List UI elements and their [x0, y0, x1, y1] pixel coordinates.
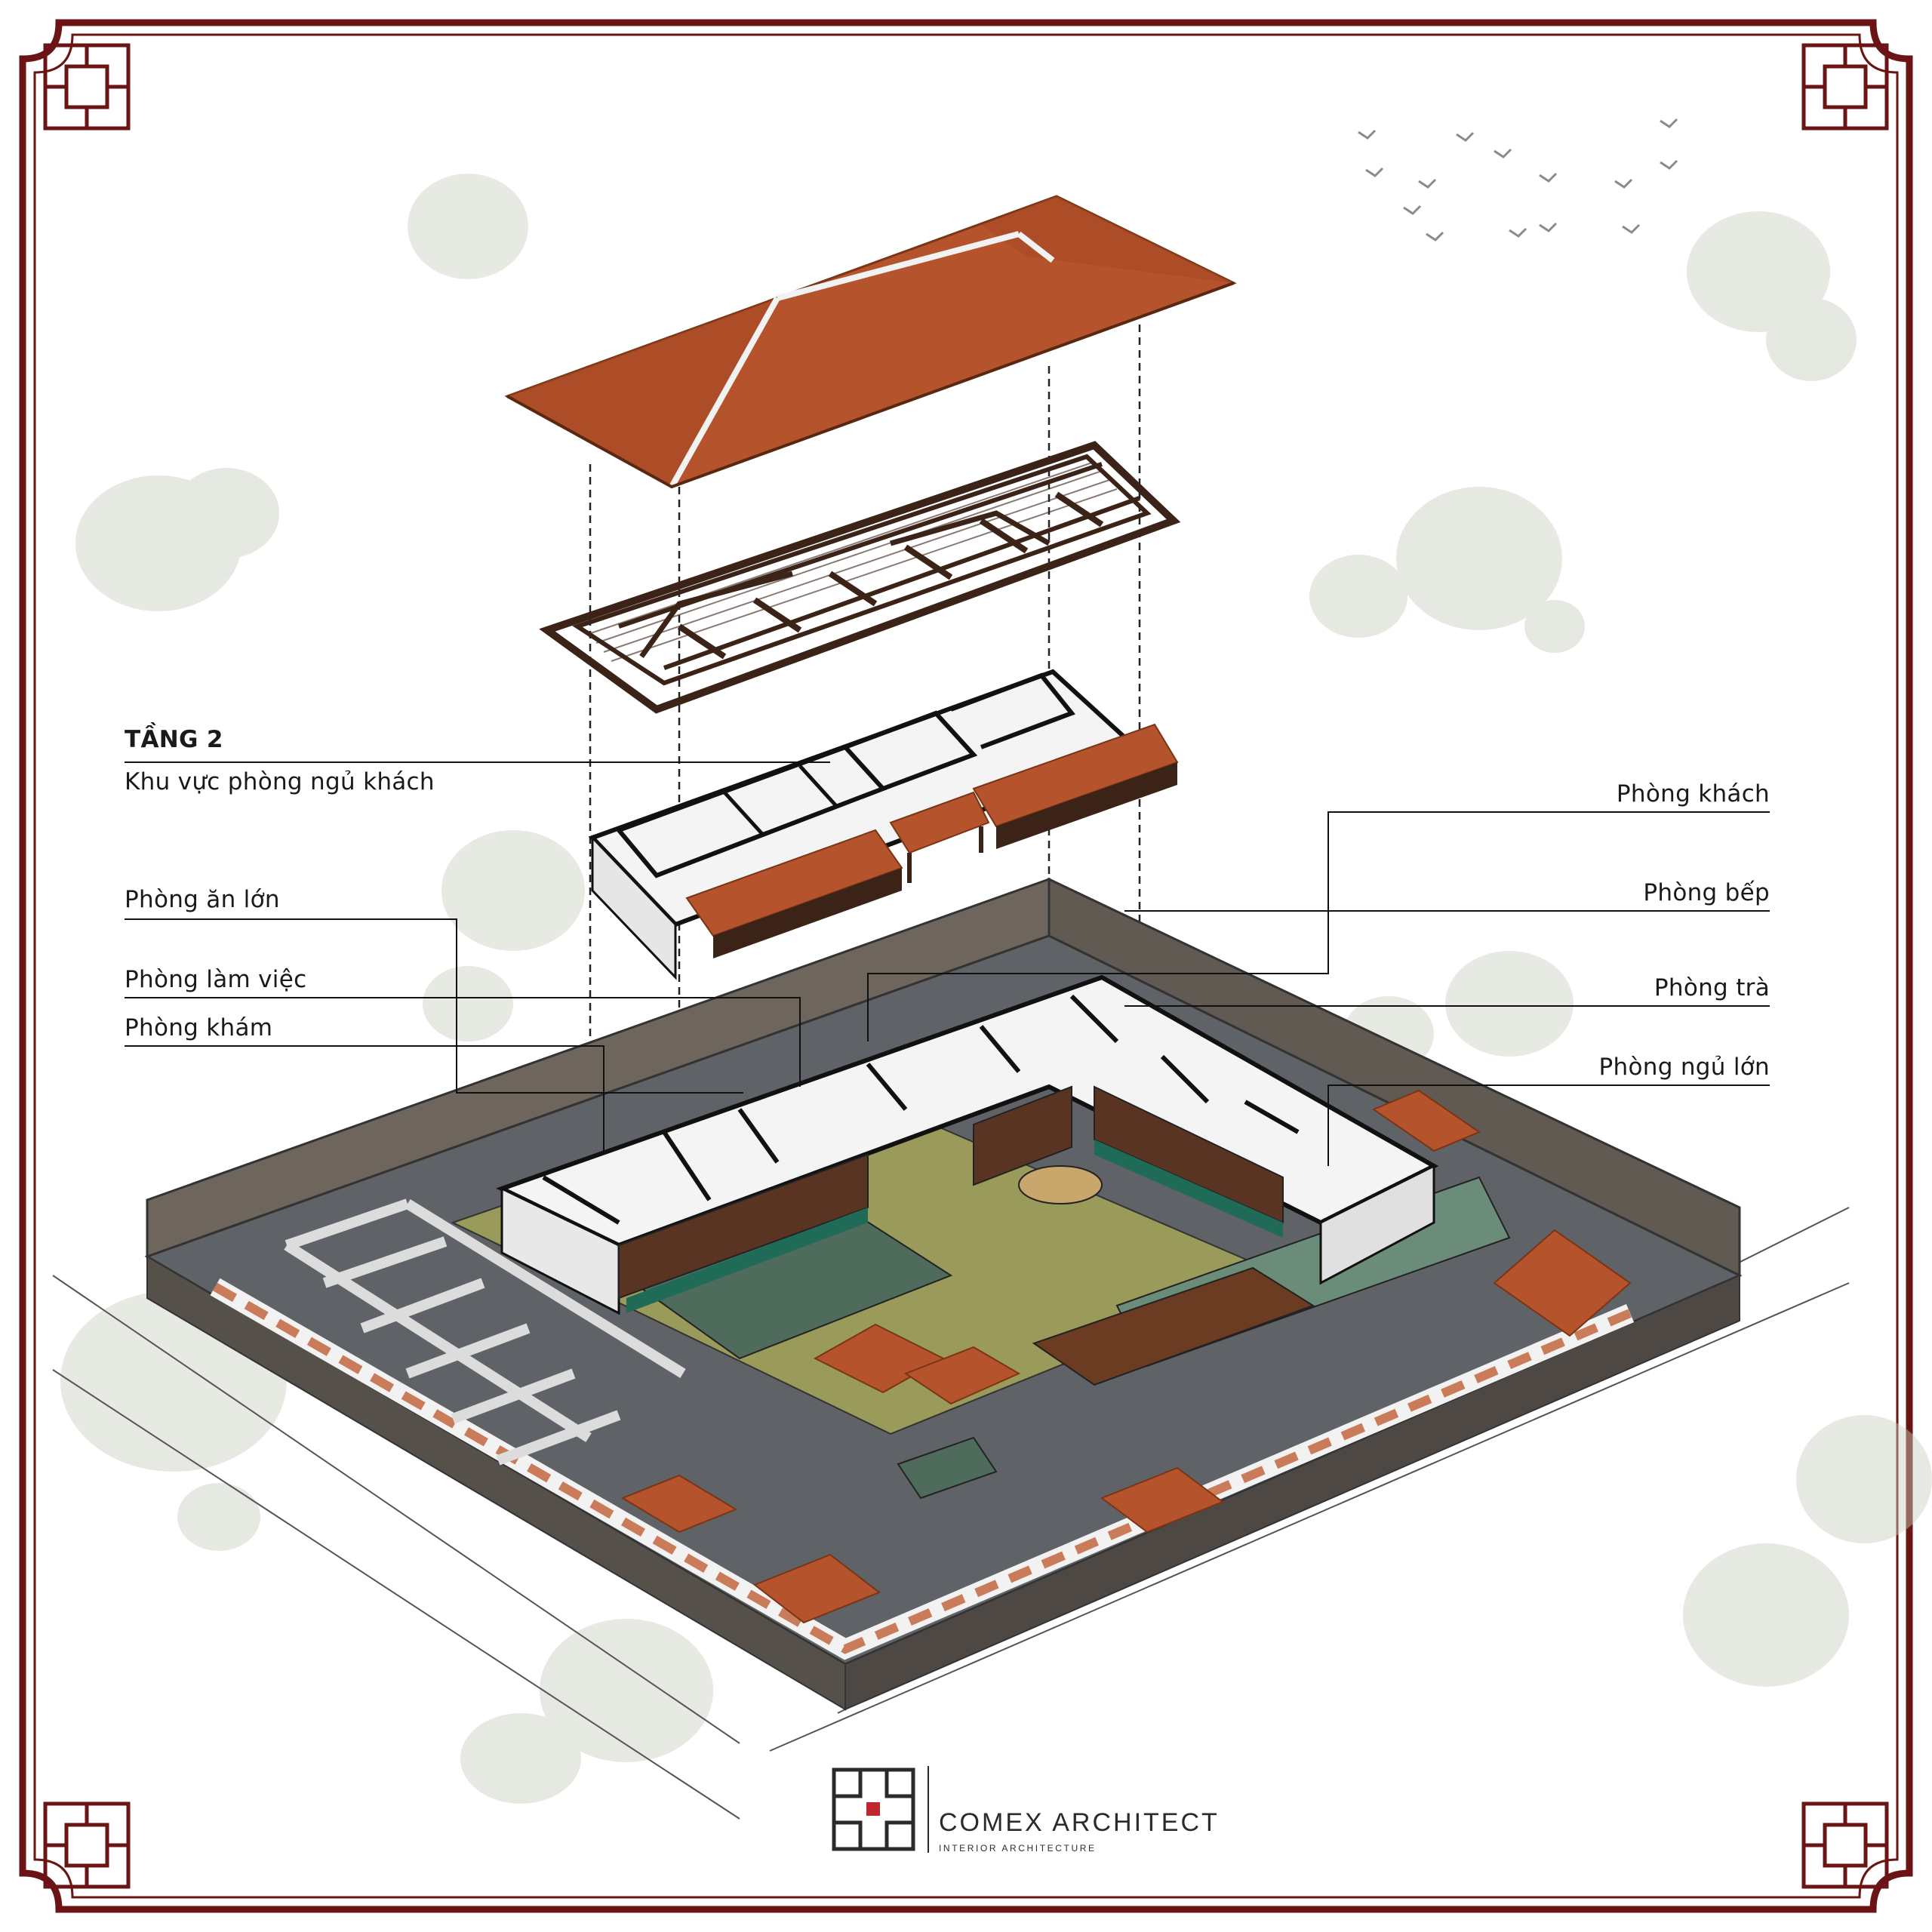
- floor-title: TẦNG 2: [125, 726, 223, 753]
- label-phong-khach: Phòng khách: [1616, 780, 1770, 808]
- brand-tagline: INTERIOR ARCHITECTURE: [939, 1843, 1097, 1854]
- label-phong-an-lon: Phòng ăn lớn: [125, 886, 280, 913]
- corner-ornament-bottom-left: [43, 1801, 131, 1889]
- birds: [1358, 118, 1678, 242]
- background-trees: [60, 174, 1932, 1804]
- label-phong-bep: Phòng bếp: [1643, 879, 1770, 906]
- label-phong-lam-viec: Phòng làm việc: [125, 966, 307, 993]
- site-ground: [144, 877, 1743, 1711]
- timber-frame: [539, 441, 1181, 714]
- label-phong-tra: Phòng trà: [1654, 974, 1770, 1001]
- brand-name: COMEX ARCHITECT: [939, 1808, 1220, 1837]
- label-phong-kham: Phòng khám: [125, 1014, 273, 1041]
- label-phong-ngu-lon: Phòng ngủ lớn: [1598, 1054, 1770, 1081]
- floor-subtitle: Khu vực phòng ngủ khách: [125, 768, 435, 795]
- corner-ornament-top-left: [43, 43, 131, 131]
- leader-lines: [125, 761, 1770, 1166]
- corner-ornament-top-right: [1801, 43, 1889, 131]
- corner-ornament-bottom-right: [1801, 1801, 1889, 1889]
- roof: [504, 195, 1237, 489]
- brand-logo-icon: [832, 1766, 929, 1853]
- decorative-frame: [19, 19, 1913, 1913]
- second-floor: [588, 669, 1179, 980]
- timber-frame-lattice: [588, 461, 1118, 662]
